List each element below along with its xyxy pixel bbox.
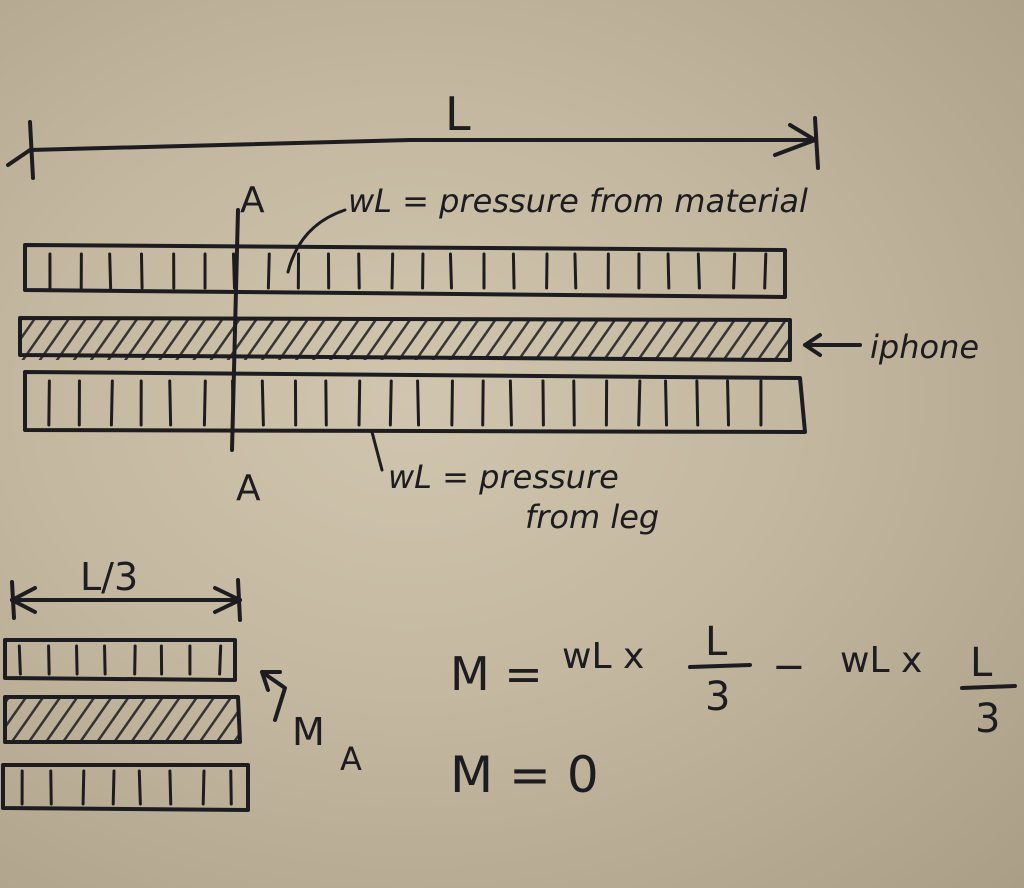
section-label-bottom: A (236, 468, 261, 509)
hatch-tick (450, 379, 454, 427)
hatch-tick (231, 252, 236, 290)
load-top-label: wL = pressure from material (348, 182, 808, 220)
hatch-tick (637, 379, 642, 427)
hatch-tick (47, 379, 51, 427)
moment-label: M (292, 710, 325, 754)
dimension-line-L (6, 116, 820, 180)
equation-1: M = wL x L 3 − wL x L 3 (450, 619, 1017, 742)
hatch-tick (81, 769, 86, 806)
iphone-bar (18, 316, 792, 362)
bottom-load-leader (370, 430, 384, 472)
hatch-tick (218, 644, 223, 676)
hatch-tick (696, 252, 701, 290)
top-load-bar (23, 243, 787, 299)
hatch-tick (17, 644, 22, 676)
moment-arrow-icon (260, 670, 287, 722)
load-bottom-label-line2: from leg (525, 498, 659, 536)
hatch-tick (695, 379, 700, 427)
hatch-tick (168, 769, 173, 806)
hatch-tick (260, 379, 265, 427)
hatch-tick (202, 379, 207, 427)
eq1-lhs: M = (450, 647, 543, 701)
hatch-tick (168, 379, 173, 427)
hatch-tick (763, 252, 768, 290)
section-bottom-bar (1, 763, 250, 812)
section-label-top: A (240, 180, 265, 221)
eq1-frac2-bar (960, 684, 1017, 690)
hatch-tick (231, 379, 235, 427)
hatch-tick (266, 252, 271, 290)
hatch-tick (201, 769, 206, 806)
hatch-tick (388, 379, 393, 427)
hatch-tick (732, 252, 737, 290)
hatch-tick (508, 379, 513, 427)
hatch-tick (726, 379, 731, 427)
hatch-tick (75, 644, 79, 676)
eq1-frac2-denom: 3 (975, 696, 1000, 742)
hatch-tick (139, 252, 144, 290)
dimension-label-L3: L/3 (80, 555, 138, 599)
hatch-tick (47, 644, 51, 676)
load-bottom-label-line1: wL = pressure (388, 458, 619, 496)
eq1-frac1-numer: L (705, 619, 728, 665)
hatch-tick (664, 379, 669, 427)
section-top-bar (3, 638, 237, 682)
hatch-tick (511, 252, 516, 290)
eq1-frac2-numer: L (970, 640, 993, 686)
hatch-tick (448, 252, 453, 290)
equation-2: M = 0 (450, 746, 599, 804)
hatch-tick (108, 252, 113, 290)
hatch-tick (357, 379, 362, 427)
eq1-term1: wL x (562, 636, 644, 677)
hatch-tick (357, 252, 361, 290)
iphone-label: iphone (870, 328, 979, 366)
top-load-leader (286, 208, 347, 274)
section-iphone-bar (3, 695, 242, 744)
moment-subscript: A (340, 740, 362, 778)
iphone-arrow (803, 333, 862, 357)
hatch-tick (137, 769, 142, 806)
eq1-term2: wL x (840, 640, 922, 681)
dimension-line-L3 (10, 578, 242, 622)
hatch-tick (573, 252, 578, 290)
eq1-minus: − (772, 644, 806, 690)
hatch-tick (111, 769, 116, 806)
hatch-tick (103, 644, 107, 676)
eq1-frac1-denom: 3 (705, 674, 730, 720)
hatch-tick (416, 379, 421, 427)
hatch-tick (666, 252, 671, 290)
dimension-label-L: L (445, 87, 471, 141)
hatch-tick (390, 252, 395, 290)
hatch-tick (109, 379, 114, 427)
eq1-frac1-bar (688, 663, 752, 669)
bottom-load-bar (23, 370, 807, 434)
